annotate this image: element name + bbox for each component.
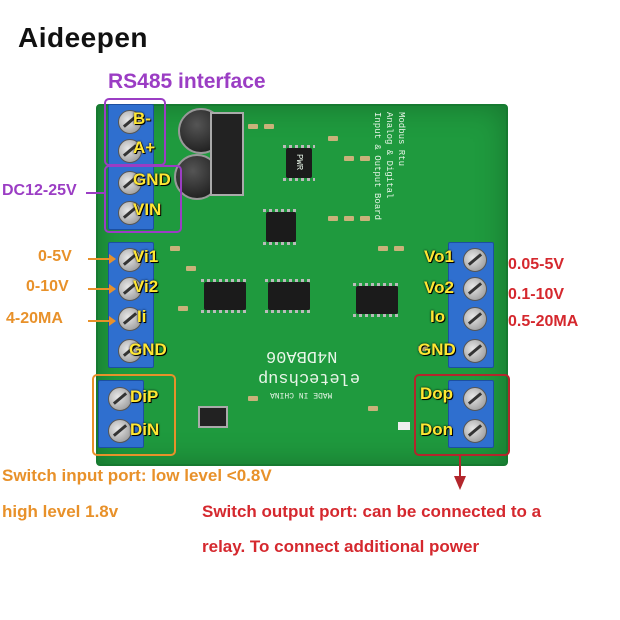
chip-1 [201, 279, 249, 313]
terminal-switch-output [448, 380, 494, 448]
pin-gnd-input: GND [129, 340, 167, 359]
switch-input-note-2: high level 1.8v [2, 502, 119, 521]
pin-a-plus: A+ [133, 138, 156, 157]
switch-output-highlight [414, 374, 510, 456]
switch-output-note-2: relay. To connect additional power [202, 537, 480, 556]
input-range-vi1: 0-5V [38, 248, 72, 265]
silk-made: MADE IN CHINA [270, 390, 333, 399]
silk-pwr: PWR [294, 154, 304, 171]
pin-io: Io [430, 307, 446, 326]
led [398, 422, 410, 430]
pin-vo2: Vo2 [424, 278, 454, 297]
pin-b-minus: B- [133, 109, 151, 128]
silk-desc2: Analog & Digital [384, 112, 394, 199]
diode-block [198, 406, 228, 428]
switch-input-highlight [92, 374, 176, 456]
pin-vin: VIN [133, 200, 162, 219]
arrow-vi1 [88, 254, 116, 264]
switch-output-arrow-stem [459, 454, 461, 476]
input-range-ii: 4-20MA [6, 310, 63, 327]
chip-3 [353, 283, 401, 317]
power-label: DC12-25V [2, 182, 77, 199]
switch-output-note-1: Switch output port: can be connected to … [202, 502, 542, 521]
pin-gnd-power: GND [133, 170, 171, 189]
chip-mcu [263, 209, 299, 245]
silk-desc1: Modbus Rtu [396, 112, 406, 167]
terminal-rs485-power [108, 104, 154, 230]
pcb-board: N4DBA06 eletechsup MADE IN CHINA Modbus … [96, 104, 508, 466]
chip-2 [265, 279, 313, 313]
pin-don: Don [420, 420, 454, 439]
rs485-highlight [104, 98, 166, 166]
output-range-vo2: 0.1-10V [508, 286, 565, 303]
pin-vi2: Vi2 [133, 277, 159, 296]
switch-output-arrow-head [454, 476, 466, 490]
output-range-io: 0.5-20MA [508, 313, 579, 330]
power-arrow [86, 192, 104, 194]
power-highlight [104, 165, 182, 233]
terminal-switch-input [98, 380, 144, 448]
input-range-vi2: 0-10V [26, 278, 69, 295]
silk-desc3: Input & Output Board [372, 112, 382, 221]
pin-dop: Dop [420, 384, 454, 403]
pin-gnd-output: GND [418, 340, 456, 359]
switch-input-note-1: Switch input port: low level <0.8V [2, 466, 272, 485]
silk-model: N4DBA06 [266, 346, 338, 365]
pin-dip: DiP [130, 387, 159, 406]
pin-din: DiN [130, 420, 160, 439]
arrow-ii [88, 316, 116, 326]
silk-maker: eletechsup [258, 368, 361, 387]
output-range-vo1: 0.05-5V [508, 256, 565, 273]
regulator [210, 112, 244, 196]
terminal-analog-output [448, 242, 494, 368]
rs485-title: RS485 interface [108, 70, 266, 93]
pin-ii: Ii [137, 307, 147, 326]
arrow-vi2 [88, 284, 116, 294]
pin-vo1: Vo1 [424, 247, 454, 266]
pin-vi1: Vi1 [133, 247, 159, 266]
brand-logo: Aideepen [18, 22, 149, 53]
chip-top [283, 145, 315, 181]
